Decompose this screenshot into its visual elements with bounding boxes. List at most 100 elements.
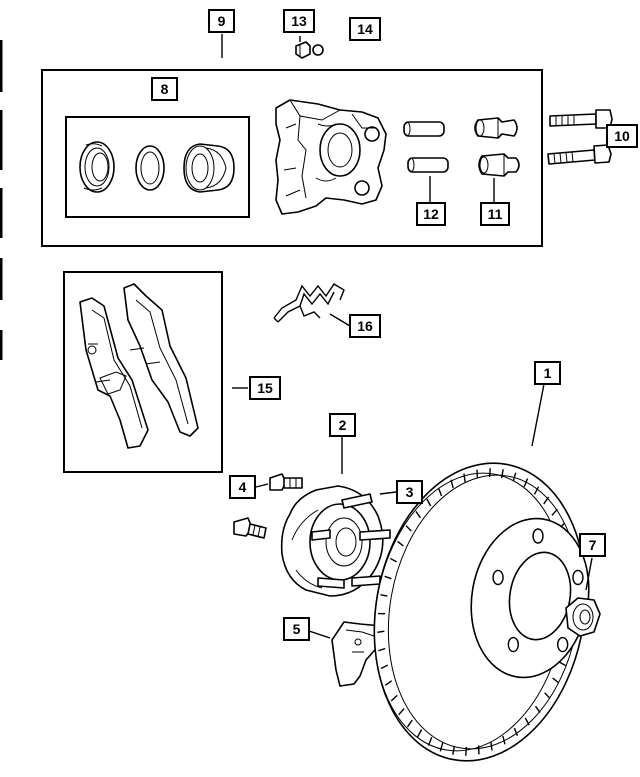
rotor-vane — [390, 557, 397, 563]
guide-pin-sleeve-lower — [407, 157, 449, 173]
rotor-vane — [513, 727, 519, 737]
caliper-housing — [275, 99, 387, 215]
rotor-vane — [552, 677, 559, 684]
callout-15-label: 15 — [257, 380, 273, 396]
leader-7 — [585, 557, 593, 591]
callout-9-label: 9 — [218, 13, 226, 29]
rotor-vane — [390, 694, 398, 702]
leader-1 — [531, 383, 545, 447]
callout-10-label: 10 — [614, 128, 630, 144]
rotor-vane — [384, 575, 392, 580]
callout-12-label: 12 — [423, 206, 439, 222]
callout-2: 2 — [329, 413, 356, 437]
rotor-vane — [406, 719, 413, 728]
callout-7: 7 — [579, 533, 606, 557]
rotor-vane — [559, 661, 566, 667]
bushing-upper — [474, 117, 518, 139]
rotor-vane — [405, 525, 412, 532]
callout-4-label: 4 — [239, 479, 247, 495]
rotor-vane — [512, 472, 517, 482]
rotor-vane — [397, 540, 404, 547]
rotor-vane — [384, 680, 393, 686]
rotor-vane — [500, 469, 504, 479]
bleeder-screw — [295, 41, 324, 59]
rotor-vane — [533, 486, 540, 495]
callout-10: 10 — [606, 124, 638, 148]
bushing-lower — [478, 153, 520, 177]
rotor-vane — [544, 692, 551, 699]
callout-16: 16 — [349, 314, 381, 338]
piston-seal — [135, 145, 165, 191]
brake-pads — [79, 283, 199, 449]
callout-11: 11 — [480, 202, 510, 226]
rotor-vane — [378, 647, 386, 652]
rotor-vane — [465, 746, 468, 756]
rotor-vane — [524, 717, 530, 726]
callout-1: 1 — [534, 361, 561, 385]
wheel-studs — [311, 493, 391, 589]
rotor-lug-hole — [507, 636, 520, 653]
piston-seal-kit — [65, 116, 250, 218]
rotor-vane — [426, 498, 432, 507]
callout-8-label: 8 — [161, 81, 169, 97]
callout-16-label: 16 — [357, 318, 373, 334]
rotor-vane — [439, 742, 444, 752]
rotor-vane — [452, 745, 456, 755]
callout-12: 12 — [416, 202, 446, 226]
rotor-vane — [427, 736, 433, 746]
leader-3 — [379, 491, 397, 495]
rotor-vane — [437, 487, 443, 497]
callout-14: 14 — [349, 17, 381, 41]
hub-nut — [565, 597, 601, 637]
rotor-vane — [523, 478, 529, 488]
callout-7-label: 7 — [589, 537, 597, 553]
rotor-vane — [450, 479, 454, 489]
callout-15: 15 — [249, 376, 281, 400]
hub-bolt-upper — [269, 473, 303, 491]
rotor-vane — [543, 496, 550, 505]
rotor-lug-hole — [492, 569, 504, 586]
callout-3-label: 3 — [406, 484, 414, 500]
rotor-lug-hole — [572, 569, 584, 586]
callout-4: 4 — [229, 475, 256, 499]
leader-16 — [329, 313, 351, 327]
rotor-lug-hole — [556, 636, 569, 653]
rotor-vane — [488, 468, 491, 478]
rotor-lug-holes — [492, 528, 584, 653]
brake-pad-frame — [63, 271, 223, 473]
callout-13-label: 13 — [291, 13, 307, 29]
anti-rattle-clip — [273, 283, 345, 323]
caliper-bolt-lower — [547, 144, 612, 165]
callout-3: 3 — [396, 480, 423, 504]
rotor-vane — [377, 630, 385, 634]
callout-2-label: 2 — [339, 417, 347, 433]
rotor-vane — [502, 735, 506, 745]
guide-pin-sleeve-upper — [403, 121, 445, 137]
leader-4 — [255, 483, 269, 488]
rotor-vane — [380, 594, 388, 597]
piston — [183, 143, 235, 193]
rotor-vane — [380, 664, 389, 670]
brake-rotor — [373, 462, 590, 762]
callout-5-label: 5 — [293, 621, 301, 637]
piston-boot — [79, 141, 115, 193]
callout-8: 8 — [151, 77, 178, 101]
callout-9: 9 — [208, 9, 235, 33]
callout-5: 5 — [283, 617, 310, 641]
caliper-bolt-upper — [549, 109, 613, 129]
rotor-vane — [490, 741, 493, 751]
callout-1-label: 1 — [544, 365, 552, 381]
rotor-lug-hole — [532, 528, 544, 544]
splash-shield — [331, 621, 383, 687]
caliper-kit-frame — [41, 69, 543, 247]
callout-14-label: 14 — [357, 21, 373, 37]
callout-11-label: 11 — [488, 206, 503, 222]
rotor-vane — [398, 708, 405, 716]
rotor-vane — [551, 508, 558, 516]
callout-13: 13 — [283, 9, 315, 33]
hub-bolt-lower — [233, 517, 267, 539]
rotor-vane — [463, 473, 466, 483]
hub-bearing — [280, 485, 384, 597]
rotor-vane — [415, 511, 422, 519]
